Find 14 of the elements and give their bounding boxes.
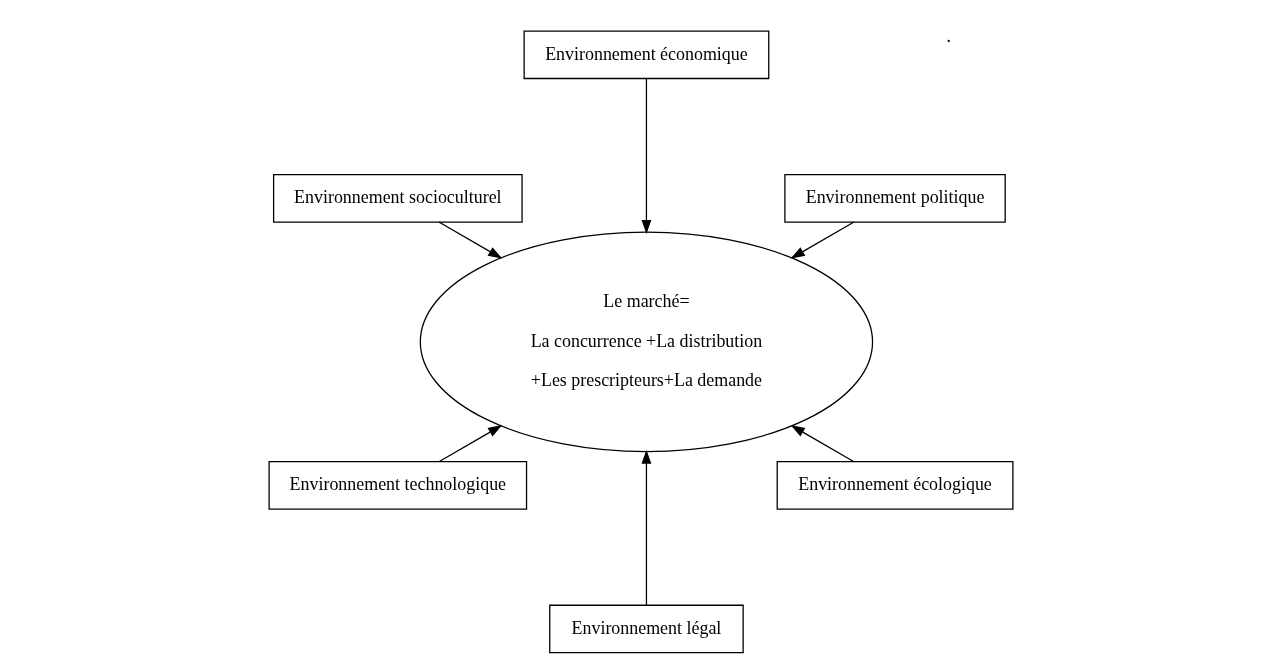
arrow [438,221,503,259]
node-box: Environnement économique [523,30,770,80]
node-box: Environnement technologique [268,461,528,510]
arrow [790,221,855,259]
node-box: Environnement légal [549,604,744,654]
node-box: Environnement écologique [776,461,1014,510]
node-box: Environnement socioculturel [272,174,523,223]
arrow [438,425,503,463]
arrow [641,449,652,606]
node-ellipse: Le marché= La concurrence +La distribution +Les prescripteurs+La demande [419,231,874,453]
label: . [946,25,951,46]
node-box: Environnement politique [784,174,1006,223]
arrow [790,425,855,463]
arrow [641,78,652,235]
